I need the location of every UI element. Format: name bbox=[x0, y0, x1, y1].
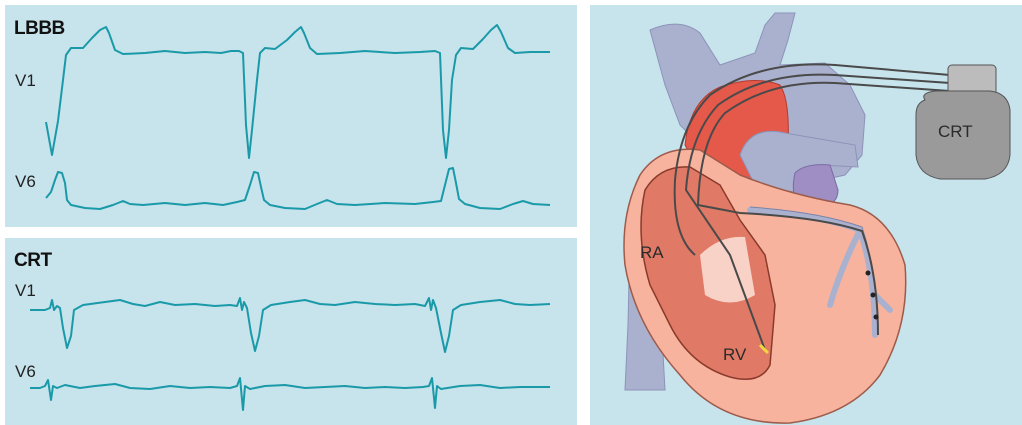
lbbb-v6-label: V6 bbox=[15, 172, 36, 192]
heart-illustration bbox=[590, 5, 1022, 425]
ra-label: RA bbox=[640, 243, 664, 263]
crt-device-label: CRT bbox=[938, 122, 973, 142]
lbbb-ecg-panel: LBBB V1 V6 bbox=[5, 5, 577, 227]
rv-label: RV bbox=[723, 345, 746, 365]
lbbb-traces bbox=[5, 5, 577, 227]
crt-traces bbox=[5, 238, 577, 425]
lbbb-v1-trace bbox=[46, 25, 550, 158]
crt-v6-trace bbox=[30, 378, 550, 410]
lv-electrode-3 bbox=[874, 315, 879, 320]
crt-v1-label: V1 bbox=[15, 281, 36, 301]
crt-v1-trace bbox=[30, 298, 550, 352]
lbbb-title: LBBB bbox=[14, 18, 65, 40]
heart-diagram-panel: CRT RA RV bbox=[590, 5, 1022, 425]
crt-ecg-panel: CRT V1 V6 bbox=[5, 238, 577, 425]
crt-ecg-title: CRT bbox=[14, 250, 52, 272]
lbbb-v1-label: V1 bbox=[15, 71, 36, 91]
crt-v6-label: V6 bbox=[15, 362, 36, 382]
lv-electrode-2 bbox=[871, 293, 876, 298]
lv-electrode-1 bbox=[866, 271, 871, 276]
lbbb-v6-trace bbox=[46, 168, 550, 209]
